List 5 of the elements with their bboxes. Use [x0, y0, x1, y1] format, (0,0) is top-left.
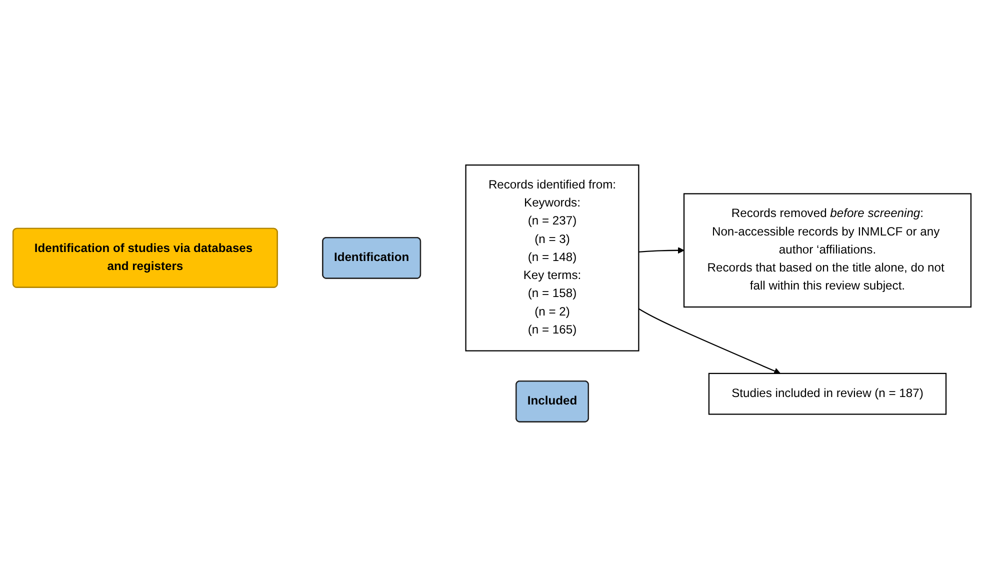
arrow	[638, 247, 684, 254]
node-box: Records identified from: Keywords: (n = 237) (n = 3) (n = 148) Key terms: (n = 158) (n = 2) (n = 165)	[465, 164, 640, 352]
node-box: Records removed before screening: Non-accessible records by INMLCF or any author ‘affiliations. Records that based on the title alone, do not fall within this review subject.	[683, 193, 972, 308]
node-box: Studies included in review (n = 187)	[708, 372, 947, 415]
arrow	[638, 308, 781, 374]
